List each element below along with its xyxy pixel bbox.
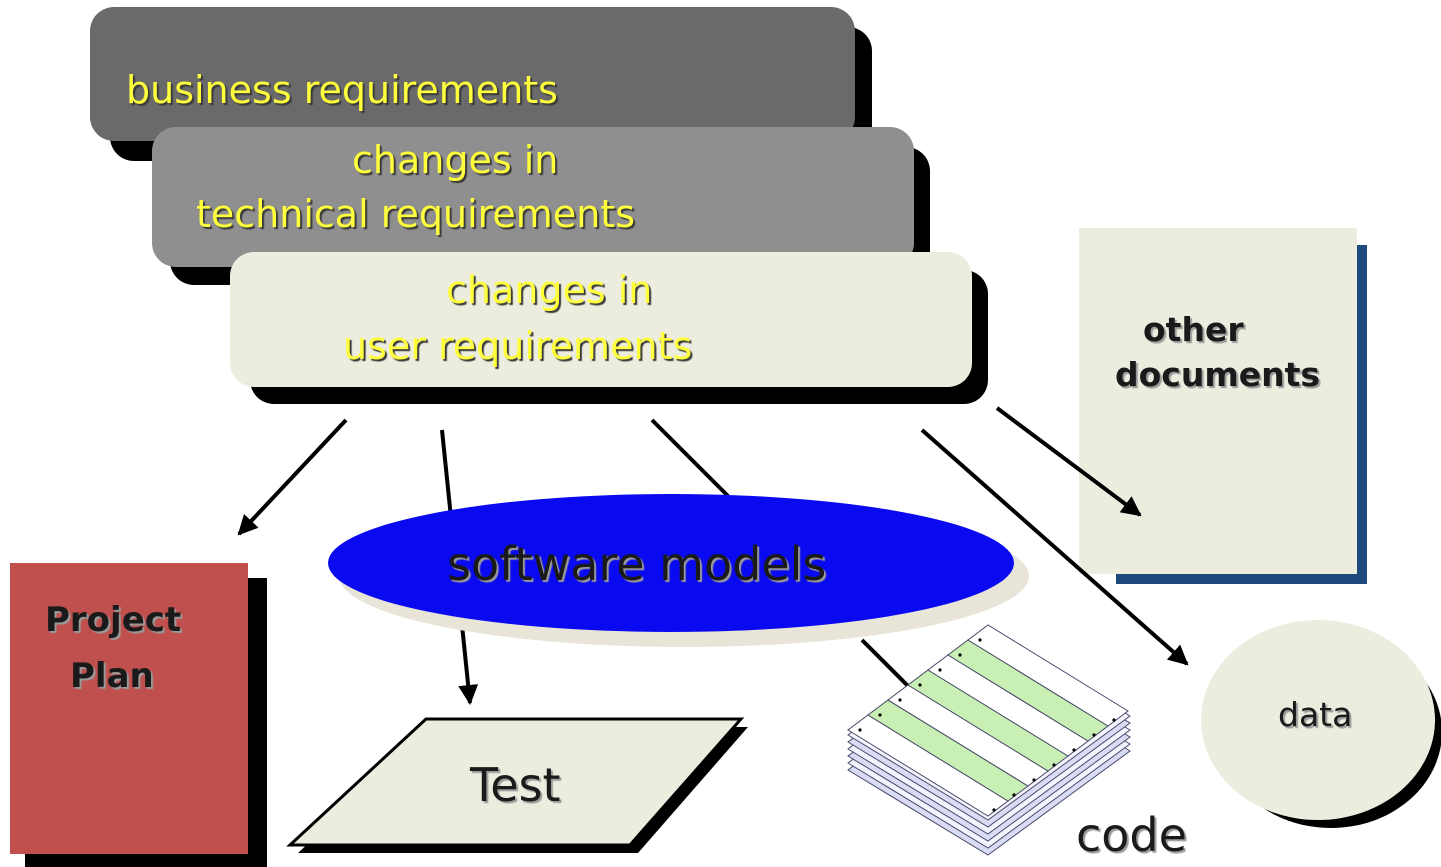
code-sheet-hole-icon [1072, 748, 1076, 752]
technical-requirements-label-line1: changes in [352, 138, 559, 182]
software-models-label: software models [447, 537, 827, 591]
other-documents-shape [1079, 228, 1367, 584]
project-plan-label-line1: Project [45, 600, 182, 640]
data-shape [1201, 620, 1441, 828]
technical-requirements-box [152, 127, 914, 267]
test-label: Test [470, 758, 561, 812]
data-label: data [1278, 695, 1353, 734]
other-documents-label-line1: other [1143, 310, 1244, 349]
other-documents-label-line2: documents [1115, 355, 1321, 394]
code-sheet-hole-icon [858, 728, 862, 732]
technical-requirements-label-line2: technical requirements [196, 192, 635, 236]
code-sheet-hole-icon [1032, 778, 1036, 782]
arrow-to-other-documents [995, 406, 1142, 517]
business-requirements-label: business requirements [126, 68, 558, 112]
code-stack-icon [847, 624, 1131, 856]
business-requirements-box [90, 7, 855, 141]
code-sheet-hole-icon [1012, 793, 1016, 797]
arrow-to-project-plan [237, 418, 348, 536]
software-models-shape [328, 494, 1029, 647]
code-sheet-hole-icon [958, 653, 962, 657]
code-sheet-hole-icon [1052, 763, 1056, 767]
code-sheet-hole-icon [978, 638, 982, 642]
code-sheet-hole-icon [878, 713, 882, 717]
code-sheet-hole-icon [1112, 718, 1116, 722]
code-sheet-hole-icon [898, 698, 902, 702]
arrow-to-software-models [650, 418, 730, 498]
user-requirements-label-line2: user requirements [343, 324, 693, 368]
code-sheet-hole-icon [918, 683, 922, 687]
code-sheet-hole-icon [1092, 733, 1096, 737]
code-sheet-hole-icon [992, 808, 996, 812]
user-requirements-box [230, 252, 972, 387]
code-sheet-hole-icon [938, 668, 942, 672]
arrow-to-data [920, 428, 1189, 666]
test-shape [286, 717, 748, 853]
code-label: code [1076, 808, 1187, 862]
user-requirements-label-line1: changes in [446, 268, 653, 312]
project-plan-label-line2: Plan [70, 656, 154, 696]
project-plan-shape [10, 563, 267, 867]
